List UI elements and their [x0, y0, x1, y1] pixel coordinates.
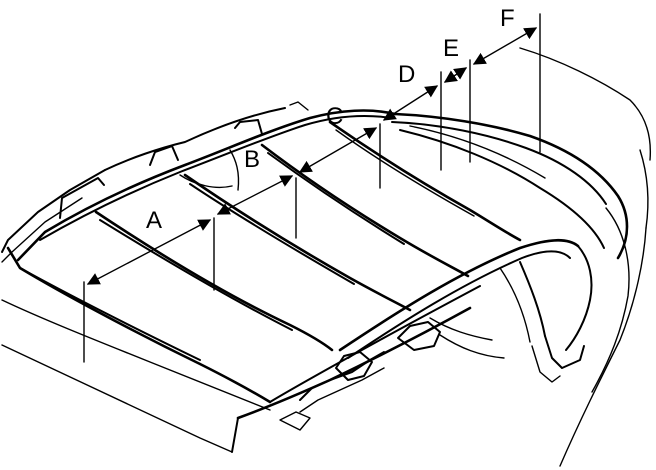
label-e: E — [443, 35, 459, 62]
dimension-arrow-c — [298, 127, 378, 173]
dimension-labels: A B C D E F — [146, 5, 515, 234]
dimension-arrow-a — [86, 219, 212, 285]
label-b: B — [244, 146, 260, 173]
side-frame-rails — [59, 101, 309, 219]
dimension-arrow-f — [472, 27, 538, 65]
label-f: F — [500, 5, 515, 32]
dimension-arrow-b — [216, 175, 294, 215]
latch-mechanism — [279, 317, 505, 431]
dimension-lines — [83, 13, 541, 363]
label-c: C — [326, 103, 343, 130]
label-a: A — [146, 207, 162, 234]
car-body-outline — [1, 47, 652, 467]
soft-top-panel — [16, 109, 629, 361]
dimension-arrow-e — [443, 67, 468, 83]
windshield-frame — [6, 246, 481, 453]
rear-folding-frame — [338, 238, 593, 383]
dimension-arrow-d — [382, 85, 439, 121]
label-d: D — [398, 61, 415, 88]
